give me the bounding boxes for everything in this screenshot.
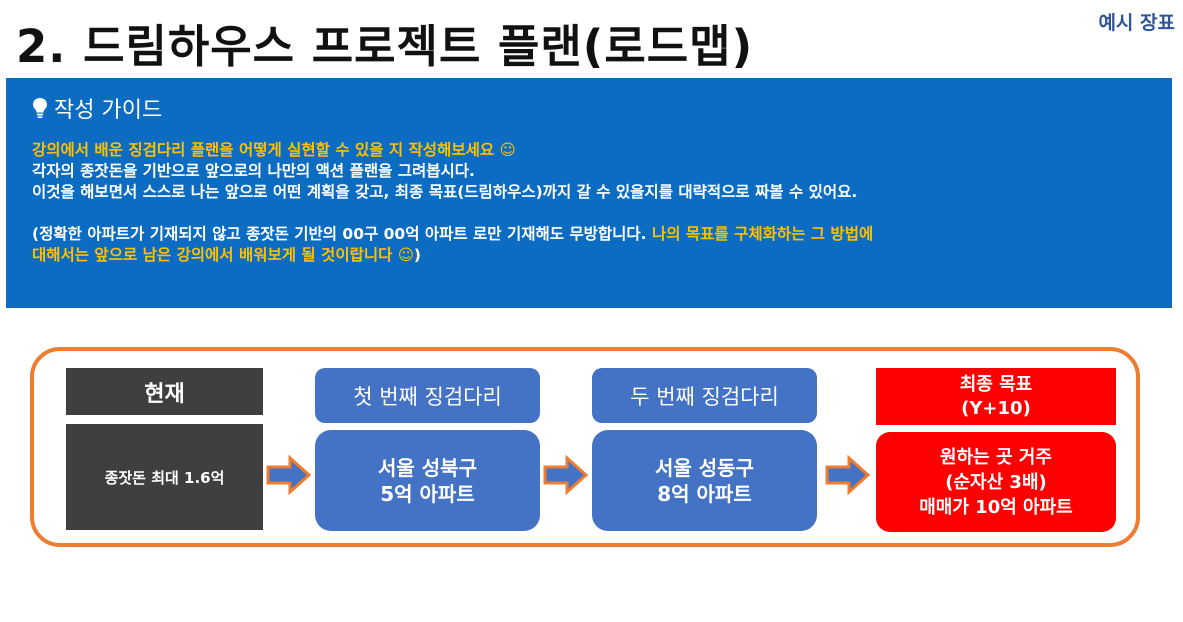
example-tag: 예시 장표 [1098,12,1175,34]
goal-line3: 매매가 10억 아파트 [919,496,1073,518]
arrow-right-icon [266,455,312,495]
arrow-right-icon [543,455,589,495]
current-label: 현재 [66,368,263,415]
guide-line-2: 각자의 종잣돈을 기반으로 앞으로의 나만의 액션 플랜을 그려봅시다. [32,162,475,180]
goal-label: 최종 목표(Y+10) [876,368,1116,425]
guide-note-close: ) [413,246,422,264]
step1-label: 첫 번째 징검다리 [315,368,540,423]
guide-title: 작성 가이드 [32,92,1148,124]
arrow-right-icon [825,455,871,495]
guide-note-line-1: (정확한 아파트가 기재되지 않고 종잣돈 기반의 00구 00억 아파트 로만… [32,224,1148,245]
guide-note-yellow-1: 나의 목표를 구체화하는 그 방법에 [651,225,874,243]
step2-label: 두 번째 징검다리 [592,368,817,423]
guide-box: 작성 가이드 강의에서 배운 징검다리 플랜을 어떻게 실현할 수 있을 지 작… [6,78,1172,308]
roadmap-frame [30,347,1140,547]
guide-line-3: 이것을 해보면서 스스로 나는 앞으로 어떤 계획을 갖고, 최종 목표(드림하… [32,183,858,201]
current-body: 종잣돈 최대 1.6억 [66,424,263,530]
guide-line-1: 강의에서 배운 징검다리 플랜을 어떻게 실현할 수 있을 지 작성해보세요 ☺ [32,141,516,159]
page-title: 2. 드림하우스 프로젝트 플랜(로드맵) [16,20,754,73]
guide-title-text: 작성 가이드 [54,98,163,123]
step1-line1: 서울 성북구 [378,455,477,480]
goal-body: 원하는 곳 거주 (순자산 3배) 매매가 10억 아파트 [876,432,1116,532]
guide-note-white: (정확한 아파트가 기재되지 않고 종잣돈 기반의 00구 00억 아파트 로만… [32,225,652,243]
goal-label-line2: (Y+10) [961,397,1031,419]
step1-line2: 5억 아파트 [380,481,475,506]
goal-label-line1: 최종 목표 [959,373,1033,395]
goal-line2: (순자산 3배) [945,471,1047,493]
lightbulb-icon [33,98,47,118]
guide-note-yellow-2: 대해서는 앞으로 남은 강의에서 배워보게 될 것이랍니다 ☺ [32,246,414,264]
goal-line1: 원하는 곳 거주 [940,446,1052,468]
step2-line1: 서울 성동구 [655,455,754,480]
guide-note-line-2: 대해서는 앞으로 남은 강의에서 배워보게 될 것이랍니다 ☺) [32,245,1148,266]
step2-line2: 8억 아파트 [657,481,752,506]
